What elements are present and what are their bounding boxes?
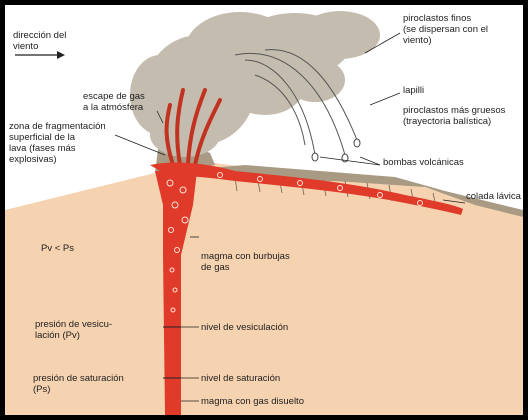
vesiculation-level-label: nivel de vesiculación: [201, 322, 288, 333]
fragmentation-zone-label: zona de fragmentación superficial de la …: [9, 121, 106, 165]
lava-flow-label: colada lávica: [466, 191, 521, 202]
wind-direction-label: dirección del viento: [13, 30, 66, 52]
saturation-pressure-label: presión de saturación (Ps): [33, 373, 124, 395]
bubbly-magma-label: magma con burbujas de gas: [201, 251, 290, 273]
dissolved-gas-magma-label: magma con gas disuelto: [201, 396, 304, 407]
volcanic-bombs-label: bombas volcánicas: [383, 157, 464, 168]
wind-arrow: [15, 51, 65, 59]
fine-pyroclasts-label: piroclastos finos (se dispersan con el v…: [403, 13, 488, 46]
lapilli-label: lapilli: [403, 85, 424, 96]
volcano-illustration: [5, 5, 523, 415]
vesiculation-pressure-label: presión de vesicu- lación (Pv): [35, 319, 112, 341]
volcanic-bombs: [312, 139, 360, 162]
coarse-pyroclasts-label: piroclastos más gruesos (trayectoria bal…: [403, 105, 505, 127]
gas-escape-label: escape de gas a la atmósfera: [83, 91, 145, 113]
diagram-panel: dirección del viento piroclastos finos (…: [5, 5, 523, 415]
pressure-comparison-label: Pv < Ps: [41, 243, 74, 254]
saturation-level-label: nivel de saturación: [201, 373, 280, 384]
